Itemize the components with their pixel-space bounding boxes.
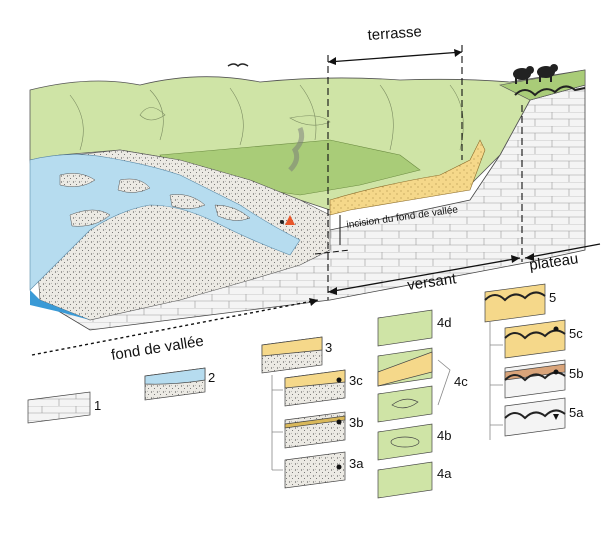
legend-label-4c: 4c	[454, 374, 468, 389]
label-terrasse: terrasse	[367, 23, 422, 44]
legend-label-3: 3	[325, 340, 332, 355]
legend-label-3c: 3c	[349, 373, 363, 388]
legend-label-5a: 5a	[569, 405, 584, 420]
label-plateau: plateau	[528, 250, 579, 274]
campfire-icon	[280, 127, 305, 225]
terrace-yellow-layer	[329, 139, 486, 216]
legend-item-4-mid	[377, 385, 433, 423]
block-diagram	[29, 63, 586, 331]
plateau-surface	[499, 69, 586, 101]
river	[29, 154, 301, 291]
legend-item-4c	[377, 347, 433, 387]
legend-label-4a: 4a	[437, 466, 452, 481]
legend-label-5c: 5c	[569, 326, 583, 341]
river-islands	[59, 173, 251, 227]
legend-item-4b	[377, 423, 433, 461]
legend-label-4d: 4d	[437, 315, 451, 330]
legend-label-3a: 3a	[349, 456, 364, 471]
legend-item-5a	[504, 397, 566, 437]
legend-item-3	[261, 336, 323, 374]
hill-contours	[69, 84, 464, 151]
legend-label-5b: 5b	[569, 366, 583, 381]
plateau-loess-arches	[514, 85, 586, 97]
legend-label-4b: 4b	[437, 428, 451, 443]
legend-item-5	[484, 283, 546, 323]
legend-item-4a	[377, 461, 433, 499]
legend-item-3c	[284, 369, 346, 407]
legend-item-4d	[377, 309, 433, 347]
legend-label-3b: 3b	[349, 415, 363, 430]
river-front-face	[30, 290, 90, 320]
label-versant: versant	[406, 270, 458, 294]
legend-label-2: 2	[208, 370, 215, 385]
legend-labels: 1 2 3 3c 3b 3a 4d 4c 4b 4a 5 5c 5b 5a	[94, 290, 584, 481]
legend-item-3a	[284, 451, 346, 489]
legend-item-5c	[504, 319, 566, 359]
legend-item-1	[27, 391, 91, 424]
dimension-lines	[31, 45, 601, 356]
legend-label-5: 5	[549, 290, 556, 305]
legend	[27, 283, 566, 499]
legend-item-3b	[284, 411, 346, 449]
bird-icon	[227, 63, 249, 68]
mammoth-icon	[513, 64, 558, 84]
label-fond-de-vallee: fond de vallée	[110, 333, 205, 364]
legend-item-2	[144, 367, 206, 401]
legend-label-1: 1	[94, 398, 101, 413]
legend-item-5b	[504, 359, 566, 399]
